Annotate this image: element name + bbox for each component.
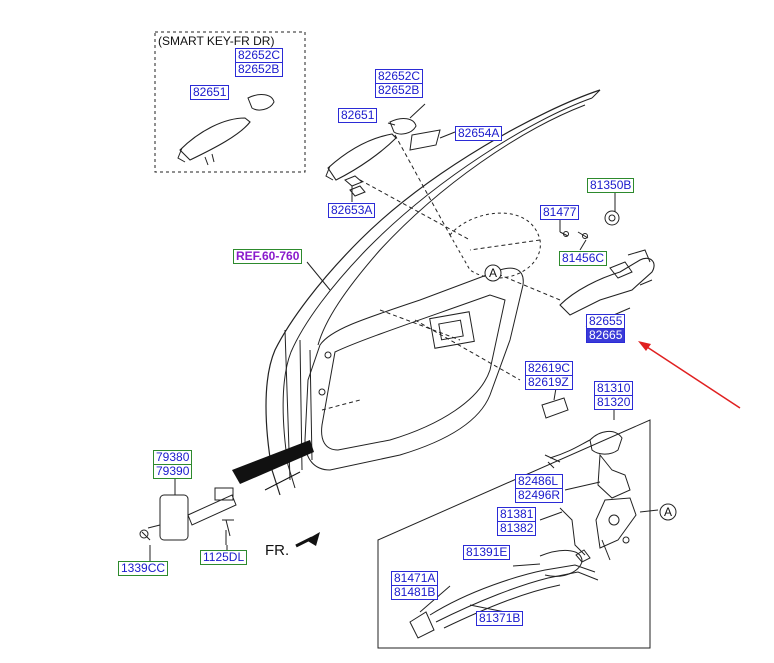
smart-key-group-frame [154, 31, 306, 173]
door-outer-line [265, 89, 601, 496]
front-arrow-icon [306, 532, 320, 546]
part-group-79380: 79380 79390 [153, 450, 193, 479]
handle-smart-key [179, 117, 251, 161]
actuator-81310 [589, 431, 623, 455]
part-label-82653a[interactable]: 82653A [328, 203, 376, 218]
part-label-1125dl[interactable]: 1125DL [200, 550, 248, 565]
ref-label[interactable]: REF.60-760 [233, 249, 303, 264]
part-group-82652-b: 82652C 82652B [375, 69, 424, 98]
pointer-arrowhead-icon [638, 341, 651, 351]
part-group-82652-a: 82652C 82652B [235, 48, 284, 77]
callout-letter-bottom: A [664, 505, 673, 519]
part-group-82655: 82655 82665 [586, 314, 626, 343]
part-label-82655[interactable]: 82655 [589, 314, 623, 328]
pointer-arrow-line [643, 344, 741, 409]
part-group-81381: 81381 81382 [497, 507, 537, 536]
part-label-1339cc[interactable]: 1339CC [118, 561, 169, 576]
part-label-81456c[interactable]: 81456C [559, 251, 608, 266]
rod-81471a [409, 611, 435, 639]
part-label-82652c-a[interactable]: 82652C [238, 48, 281, 62]
cylinder-81350b [604, 210, 620, 226]
latch-82486 [597, 453, 631, 499]
part-label-82665[interactable]: 82665 [587, 328, 625, 342]
door-inner-line [282, 97, 593, 489]
handle-cap-a [247, 94, 275, 111]
part-label-82654a[interactable]: 82654A [455, 126, 503, 141]
cover-82654a [409, 129, 441, 151]
part-label-81471a[interactable]: 81471A [394, 571, 436, 585]
window-line [317, 104, 586, 346]
lock-group-frame [377, 419, 651, 649]
inner-panel [304, 267, 524, 471]
part-label-82619c[interactable]: 82619C [528, 361, 571, 375]
part-label-81391e[interactable]: 81391E [463, 545, 511, 560]
part-label-82496r[interactable]: 82496R [516, 488, 563, 502]
part-label-79380[interactable]: 79380 [156, 450, 190, 464]
part-label-81371b[interactable]: 81371B [476, 611, 524, 626]
callout-circle-bottom [659, 503, 677, 521]
part-group-82619: 82619C 82619Z [525, 361, 574, 390]
part-label-82652b-a[interactable]: 82652B [236, 62, 283, 76]
part-group-81471: 81471A 81481B [391, 571, 439, 600]
part-label-81481b[interactable]: 81481B [392, 585, 438, 599]
checker-arm [187, 494, 237, 526]
part-label-79390[interactable]: 79390 [154, 464, 192, 478]
front-bar [232, 440, 314, 484]
part-label-81310[interactable]: 81310 [597, 381, 631, 395]
callout-letter-top: A [489, 266, 498, 280]
smart-key-caption: (SMART KEY-FR DR) [158, 34, 275, 48]
part-label-82651-b[interactable]: 82651 [338, 108, 378, 123]
nut-1339cc [139, 529, 149, 539]
bracket-82655 [559, 257, 655, 316]
part-label-81350b[interactable]: 81350B [587, 178, 635, 193]
inner-panel-recess [321, 294, 506, 451]
part-label-82486l[interactable]: 82486L [518, 474, 559, 488]
handle-cap-b [389, 118, 417, 135]
part-label-82619z[interactable]: 82619Z [526, 375, 573, 389]
part-label-82652b-b[interactable]: 82652B [376, 83, 423, 97]
gasket-82653a [344, 175, 363, 187]
handle-outer [327, 133, 397, 181]
callout-circle-top [484, 264, 502, 282]
part-label-81477[interactable]: 81477 [540, 205, 580, 220]
part-label-82652c-b[interactable]: 82652C [378, 69, 421, 83]
checker-body [159, 494, 189, 541]
part-label-82651-a[interactable]: 82651 [190, 85, 230, 100]
part-group-82486: 82486L 82496R [515, 474, 564, 503]
pad-82619 [541, 397, 569, 419]
part-label-81320[interactable]: 81320 [595, 395, 633, 409]
front-mark: FR. [265, 542, 290, 559]
part-label-81381[interactable]: 81381 [500, 507, 534, 521]
latch-81381 [595, 497, 637, 549]
part-group-81310: 81310 81320 [594, 381, 634, 410]
part-label-81382[interactable]: 81382 [498, 521, 536, 535]
